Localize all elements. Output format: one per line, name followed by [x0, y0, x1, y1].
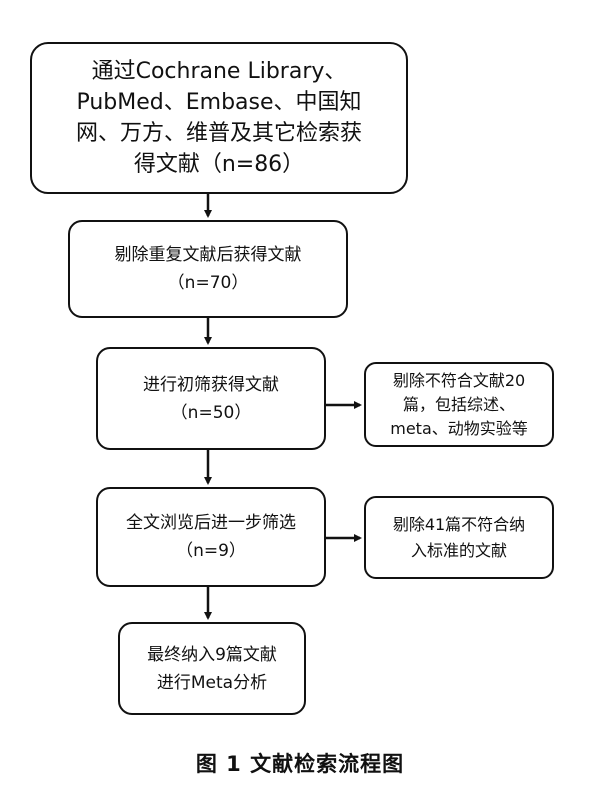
- exclusion-box-initial: 剔除不符合文献20 篇，包括综述、 meta、动物实验等: [364, 362, 554, 447]
- step-text-line: 进行Meta分析: [156, 672, 268, 693]
- step-remove-duplicates: 剔除重复文献后获得文献 （n=70）: [68, 220, 348, 318]
- exclusion-text-line: 入标准的文献: [410, 540, 507, 560]
- exclusion-text-line: 剔除不符合文献20: [392, 370, 526, 390]
- step-text-line: 通过Cochrane Library、: [91, 59, 347, 84]
- exclusion-text-line: meta、动物实验等: [390, 418, 528, 438]
- exclusion-text-line: 篇，包括综述、: [402, 394, 515, 414]
- step-text-line: 全文浏览后进一步筛选: [126, 513, 296, 533]
- step-final-inclusion: 最终纳入9篇文献 进行Meta分析: [118, 622, 306, 715]
- exclusion-text-line: 剔除41篇不符合纳: [392, 514, 526, 534]
- step-text-line: 进行初筛获得文献: [143, 374, 279, 395]
- step-fulltext-screening: 全文浏览后进一步筛选 （n=9）: [96, 487, 326, 587]
- step-text-line: PubMed、Embase、中国知: [76, 90, 362, 115]
- step-initial-screening: 进行初筛获得文献 （n=50）: [96, 347, 326, 450]
- step-count: （n=70）: [167, 273, 249, 293]
- exclusion-box-fulltext: 剔除41篇不符合纳 入标准的文献: [364, 496, 554, 579]
- step-count: （n=50）: [170, 402, 252, 423]
- figure-caption: 图 1 文献检索流程图: [195, 752, 405, 776]
- step-search-sources: 通过Cochrane Library、 PubMed、Embase、中国知 网、…: [30, 42, 408, 194]
- step-count: （n=9）: [176, 541, 246, 561]
- step-text-line: 最终纳入9篇文献: [147, 644, 277, 665]
- step-text-line: 得文献（n=86）: [133, 152, 305, 177]
- step-text-line: 剔除重复文献后获得文献: [114, 245, 302, 265]
- step-text-line: 网、万方、维普及其它检索获: [75, 121, 362, 146]
